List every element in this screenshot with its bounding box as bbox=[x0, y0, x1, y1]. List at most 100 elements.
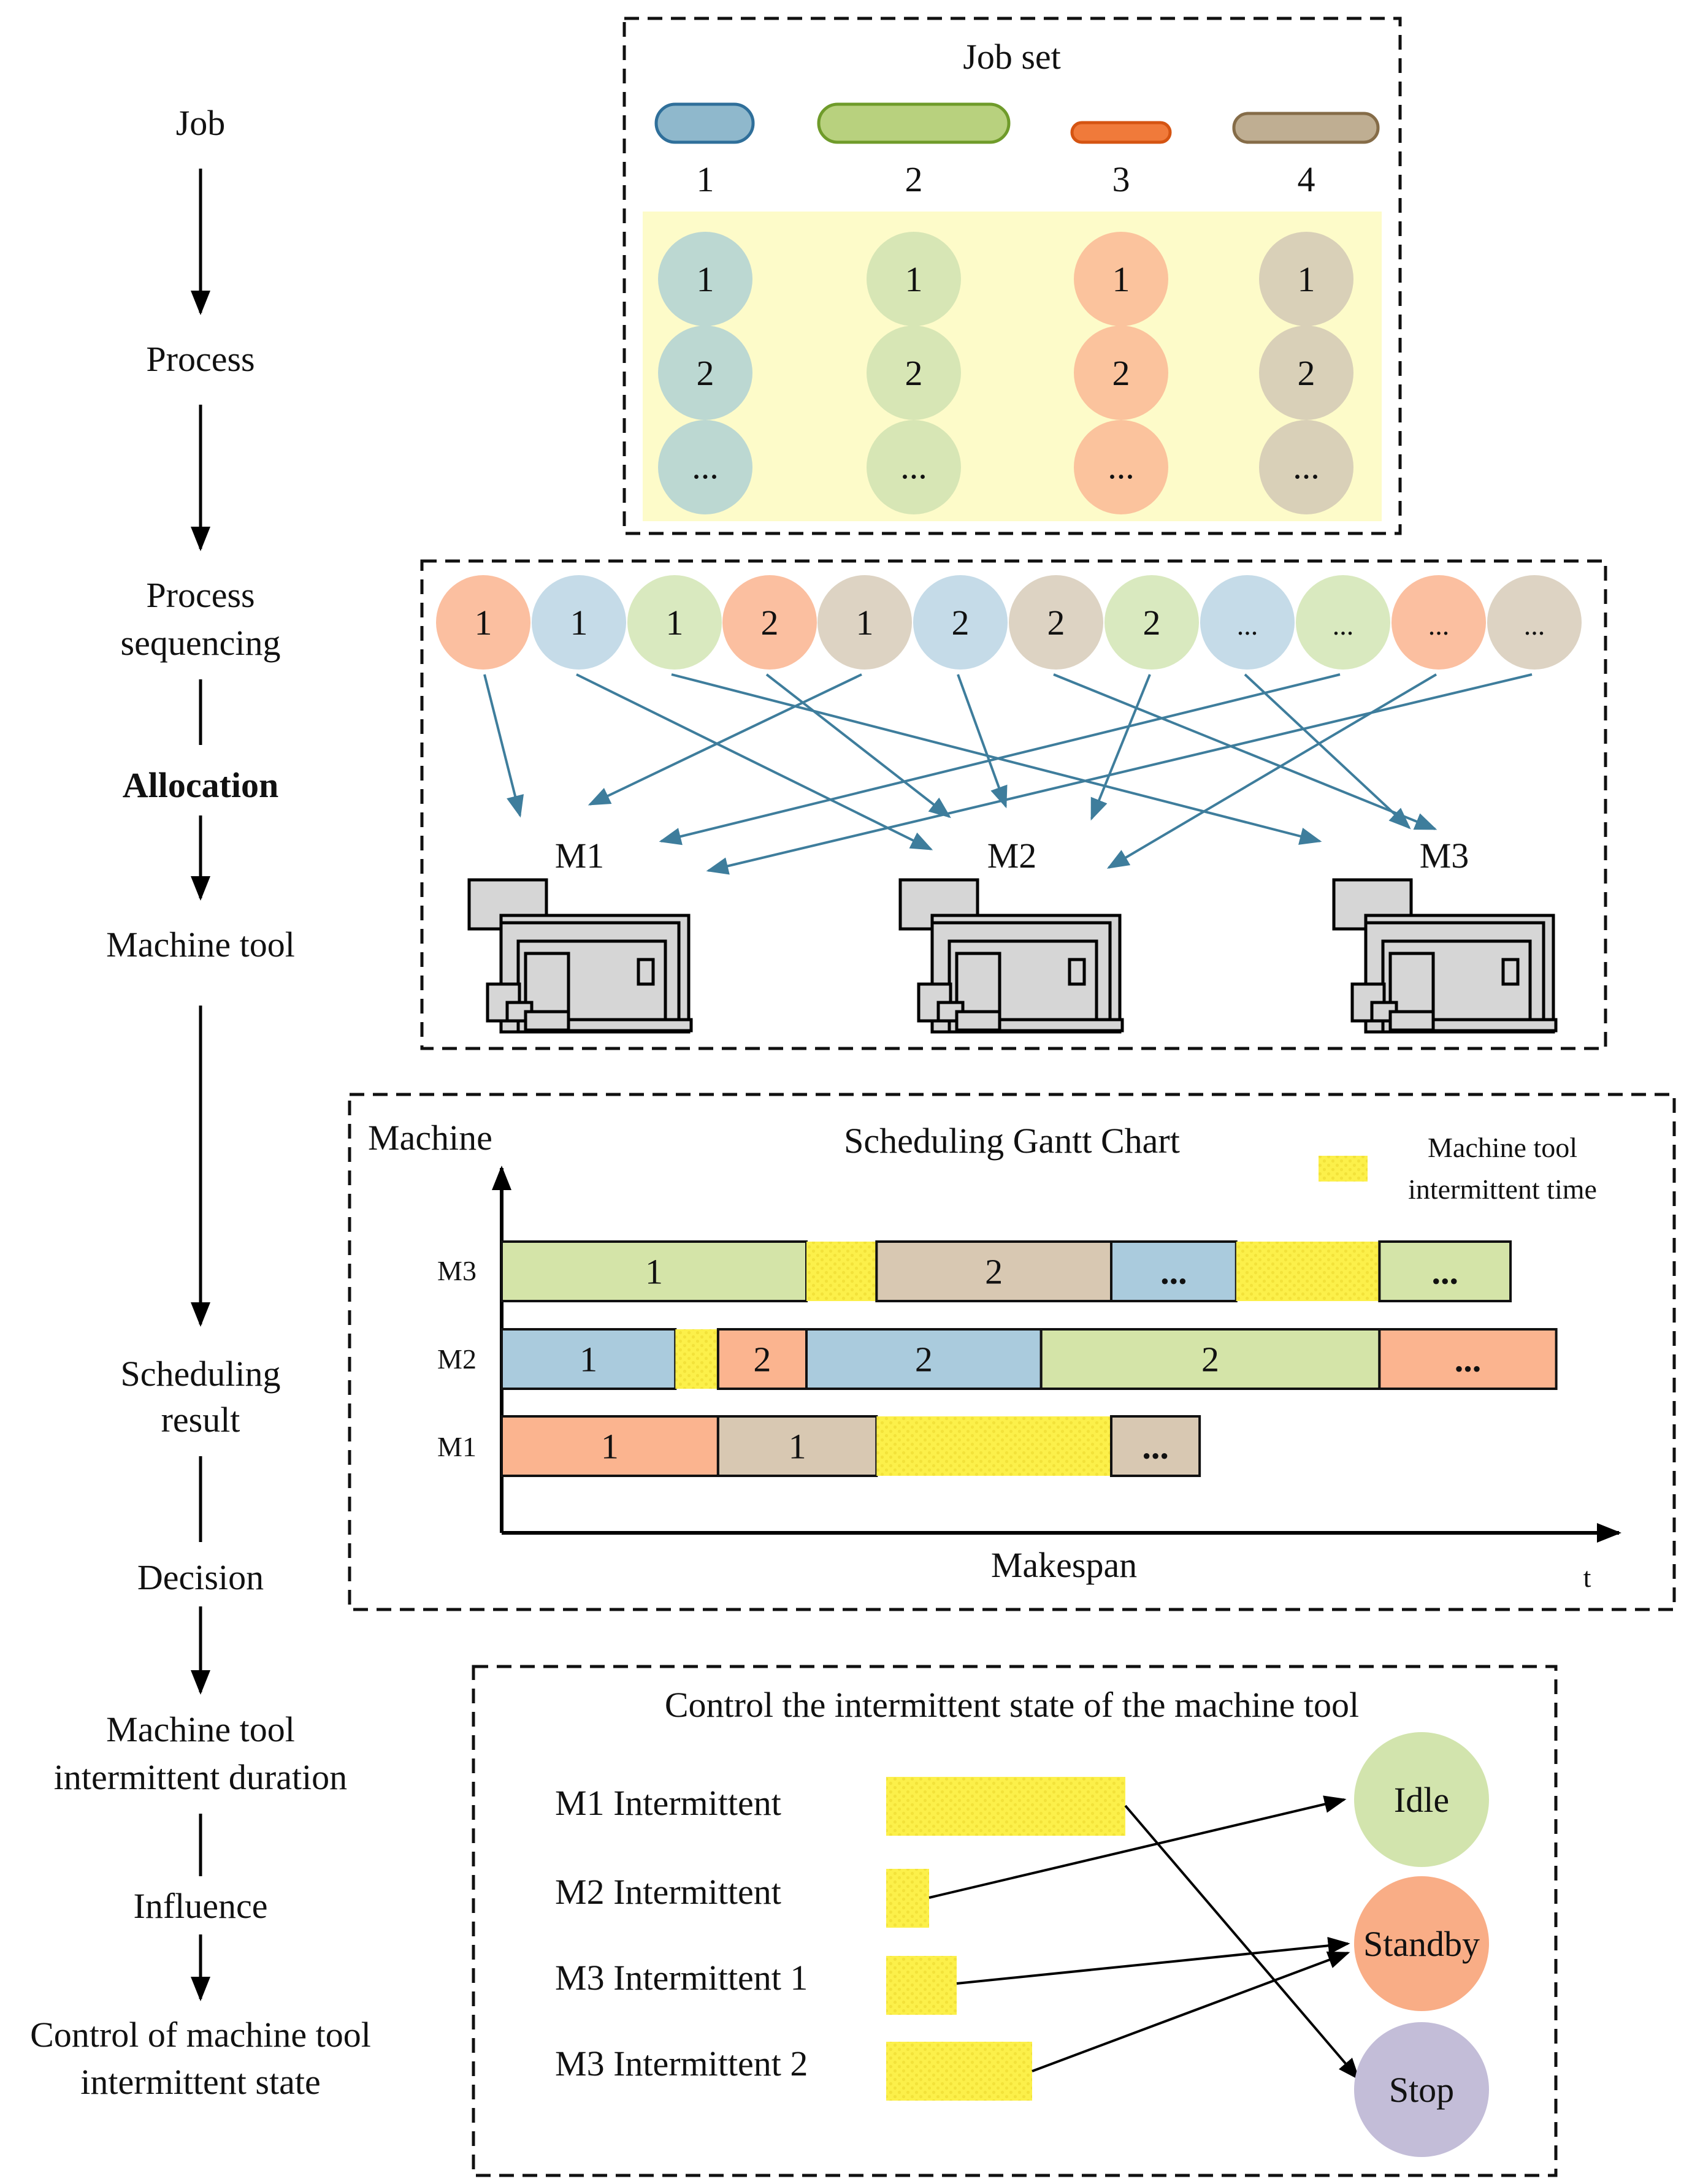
flow-process-sequencing-1: Process bbox=[146, 575, 255, 615]
sequence-node bbox=[1391, 575, 1486, 670]
job-number-4: 4 bbox=[1298, 159, 1315, 199]
control-arrow bbox=[956, 1936, 1350, 1985]
gantt-y-label: Machine bbox=[368, 1118, 492, 1158]
intermittent-bar-m3-1 bbox=[886, 1956, 957, 2015]
allocation-arrow bbox=[1053, 673, 1437, 830]
job-set-title: Job set bbox=[963, 37, 1061, 77]
process-label: 1 bbox=[1298, 259, 1315, 299]
job-number-1: 1 bbox=[697, 159, 714, 199]
allocation-arrow bbox=[576, 673, 933, 850]
process-label: 1 bbox=[905, 259, 923, 299]
gantt-task-label: ... bbox=[1455, 1340, 1482, 1380]
sequence-label: 1 bbox=[475, 603, 492, 643]
intermittent-label-m3-1: M3 Intermittent 1 bbox=[555, 1958, 808, 1998]
process-label: ... bbox=[900, 446, 927, 486]
sequence-label: ... bbox=[1428, 609, 1450, 641]
sequence-label: ... bbox=[1524, 609, 1545, 641]
allocation-arrow bbox=[1106, 673, 1437, 869]
gantt-task-bar bbox=[500, 1240, 808, 1302]
gantt-task-label: 1 bbox=[601, 1427, 619, 1467]
job-number-3: 3 bbox=[1112, 159, 1130, 199]
gantt-frame bbox=[348, 1093, 1676, 1611]
flow-control-state-2: intermittent state bbox=[80, 2062, 320, 2102]
process-label: ... bbox=[692, 446, 719, 486]
gantt-task-label: 2 bbox=[915, 1340, 933, 1380]
sequence-node bbox=[722, 575, 817, 670]
flow-control-state-1: Control of machine tool bbox=[30, 2015, 371, 2055]
sequence-label: ... bbox=[1237, 609, 1258, 641]
machine-tool-icon bbox=[469, 880, 691, 1032]
gantt-legend-swatch bbox=[1319, 1156, 1368, 1182]
gantt-task-bar bbox=[1378, 1240, 1512, 1302]
gantt-title: Scheduling Gantt Chart bbox=[844, 1121, 1180, 1161]
sequencing-panel: 1 1 1 2 1 2 2 2 ... ... ... ... M1 M2 M3 bbox=[420, 559, 1607, 1050]
sequence-label: 2 bbox=[1047, 603, 1065, 643]
sequence-label: 2 bbox=[761, 603, 779, 643]
gantt-x-label: Makespan bbox=[991, 1545, 1137, 1585]
job-set-frame bbox=[622, 17, 1402, 535]
sequence-node bbox=[436, 575, 530, 670]
sequence-node bbox=[817, 575, 912, 670]
allocation-arrow bbox=[483, 674, 524, 818]
sequence-node bbox=[1296, 575, 1390, 670]
job-bar-3 bbox=[1070, 121, 1172, 144]
sequence-label: 2 bbox=[1143, 603, 1161, 643]
allocation-arrow bbox=[659, 673, 1341, 846]
process-node bbox=[1074, 232, 1168, 326]
gantt-task-bar bbox=[1378, 1328, 1558, 1390]
process-node bbox=[658, 420, 752, 514]
flow-column: Job Process Process sequencing Allocatio… bbox=[30, 103, 371, 2102]
gantt-task-bar bbox=[1110, 1415, 1201, 1477]
job-bar-1 bbox=[654, 102, 755, 144]
sequence-label: 2 bbox=[952, 603, 970, 643]
process-label: 2 bbox=[1112, 353, 1130, 393]
flow-intermittent-duration-1: Machine tool bbox=[106, 1709, 295, 1749]
gantt-task-label: 1 bbox=[580, 1340, 597, 1380]
machine-tool-icon bbox=[1334, 880, 1556, 1032]
intermittent-label-m2: M2 Intermittent bbox=[555, 1872, 781, 1912]
process-node bbox=[658, 232, 752, 326]
intermittent-bar-m3-2 bbox=[886, 2042, 1032, 2101]
allocation-arrows bbox=[483, 673, 1533, 875]
control-panel: Control the intermittent state of the ma… bbox=[472, 1665, 1558, 2177]
sequence-label: ... bbox=[1333, 609, 1354, 641]
gantt-row-label: M2 bbox=[437, 1343, 477, 1375]
intermittent-label-m1: M1 Intermittent bbox=[555, 1783, 781, 1823]
intermittent-label-m3-2: M3 Intermittent 2 bbox=[555, 2044, 808, 2083]
machine-tool-icon bbox=[900, 880, 1122, 1032]
process-area bbox=[643, 212, 1382, 521]
gantt-task-label: 2 bbox=[1201, 1340, 1219, 1380]
gantt-task-label: 2 bbox=[753, 1340, 771, 1380]
gantt-task-label: 1 bbox=[645, 1252, 663, 1292]
process-label: ... bbox=[1108, 446, 1135, 486]
flow-decision: Decision bbox=[137, 1557, 264, 1597]
sequence-label: 1 bbox=[666, 603, 684, 643]
process-node bbox=[1074, 326, 1168, 420]
process-label: 1 bbox=[697, 259, 714, 299]
allocation-arrow bbox=[588, 673, 862, 806]
gantt-task-bar bbox=[805, 1328, 1043, 1390]
flow-machine-tool: Machine tool bbox=[106, 925, 295, 964]
sequence-node bbox=[1487, 575, 1582, 670]
intermittent-bar-m2 bbox=[886, 1869, 929, 1928]
process-node bbox=[1259, 420, 1353, 514]
machine-label-m2: M2 bbox=[987, 836, 1037, 876]
machine-label-m3: M3 bbox=[1420, 836, 1469, 876]
control-arrow bbox=[928, 1795, 1347, 1899]
gantt-task-label: 2 bbox=[985, 1252, 1003, 1292]
sequencing-frame bbox=[420, 559, 1607, 1050]
gantt-task-label: ... bbox=[1160, 1252, 1187, 1292]
process-node bbox=[1259, 232, 1353, 326]
process-node bbox=[1259, 326, 1353, 420]
process-label: ... bbox=[1293, 446, 1320, 486]
job-number-2: 2 bbox=[905, 159, 923, 199]
sequence-node bbox=[1104, 575, 1199, 670]
gantt-panel: Machine Scheduling Gantt Chart Machine t… bbox=[348, 1093, 1676, 1611]
state-stop bbox=[1354, 2022, 1489, 2157]
flow-intermittent-duration-2: intermittent duration bbox=[54, 1757, 347, 1797]
allocation-arrow bbox=[1090, 674, 1151, 821]
process-label: 2 bbox=[1298, 353, 1315, 393]
sequence-node bbox=[532, 575, 626, 670]
process-label: 2 bbox=[905, 353, 923, 393]
